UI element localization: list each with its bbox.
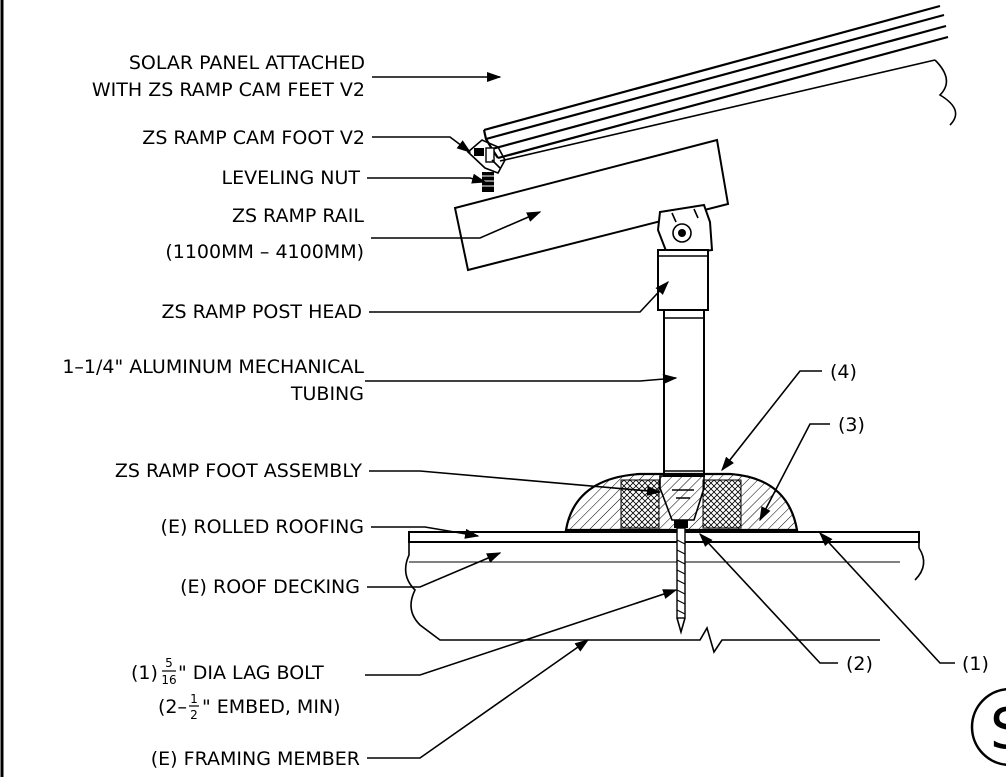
label-embed-frac-den: 2	[190, 708, 198, 722]
label-embed-suffix: " EMBED, MIN)	[202, 696, 341, 718]
label-rail-line1: ZS RAMP RAIL	[232, 205, 364, 227]
section-symbol: S	[970, 687, 1006, 767]
ramp-rail	[453, 138, 730, 272]
label-rail-line2: (1100MM – 4100MM)	[165, 241, 364, 263]
label-leveling-nut: LEVELING NUT	[222, 167, 361, 189]
callout-1: (1)	[962, 653, 989, 675]
callout-2: (2)	[846, 653, 873, 675]
lag-bolt	[674, 520, 688, 635]
callout-4: (4)	[830, 361, 857, 383]
label-rolled-roofing: (E) ROLLED ROOFING	[161, 516, 364, 538]
labels: SOLAR PANEL ATTACHED WITH ZS RAMP CAM FE…	[62, 52, 989, 770]
roof-decking	[404, 541, 925, 654]
leader-lines	[365, 71, 955, 759]
cam-foot	[466, 139, 506, 174]
label-lag-bolt-prefix: (1)	[131, 662, 158, 684]
label-cam-foot: ZS RAMP CAM FOOT V2	[142, 127, 365, 149]
label-lag-bolt-frac-num: 5	[165, 656, 173, 670]
label-roof-decking: (E) ROOF DECKING	[180, 576, 360, 598]
label-panel-line2: WITH ZS RAMP CAM FEET V2	[92, 79, 365, 101]
label-panel-line1: SOLAR PANEL ATTACHED	[129, 52, 365, 74]
rolled-roofing	[408, 531, 920, 543]
label-foot-assembly: ZS RAMP FOOT ASSEMBLY	[115, 460, 363, 482]
label-framing-member: (E) FRAMING MEMBER	[151, 748, 360, 770]
post	[657, 249, 709, 477]
post-head-bracket	[656, 203, 714, 258]
callout-3: (3)	[838, 414, 865, 436]
label-tubing-line2: TUBING	[290, 383, 364, 405]
label-post-head: ZS RAMP POST HEAD	[162, 301, 362, 323]
label-lag-bolt-suffix: " DIA LAG BOLT	[178, 662, 324, 684]
label-embed-frac-num: 1	[190, 692, 198, 706]
label-embed-prefix: (2–	[158, 696, 187, 718]
section-symbol-letter: S	[990, 697, 1006, 762]
label-tubing-line1: 1–1/4" ALUMINUM MECHANICAL	[62, 356, 364, 378]
label-lag-bolt-frac-den: 16	[161, 673, 176, 687]
solar-panel	[482, 4, 957, 162]
